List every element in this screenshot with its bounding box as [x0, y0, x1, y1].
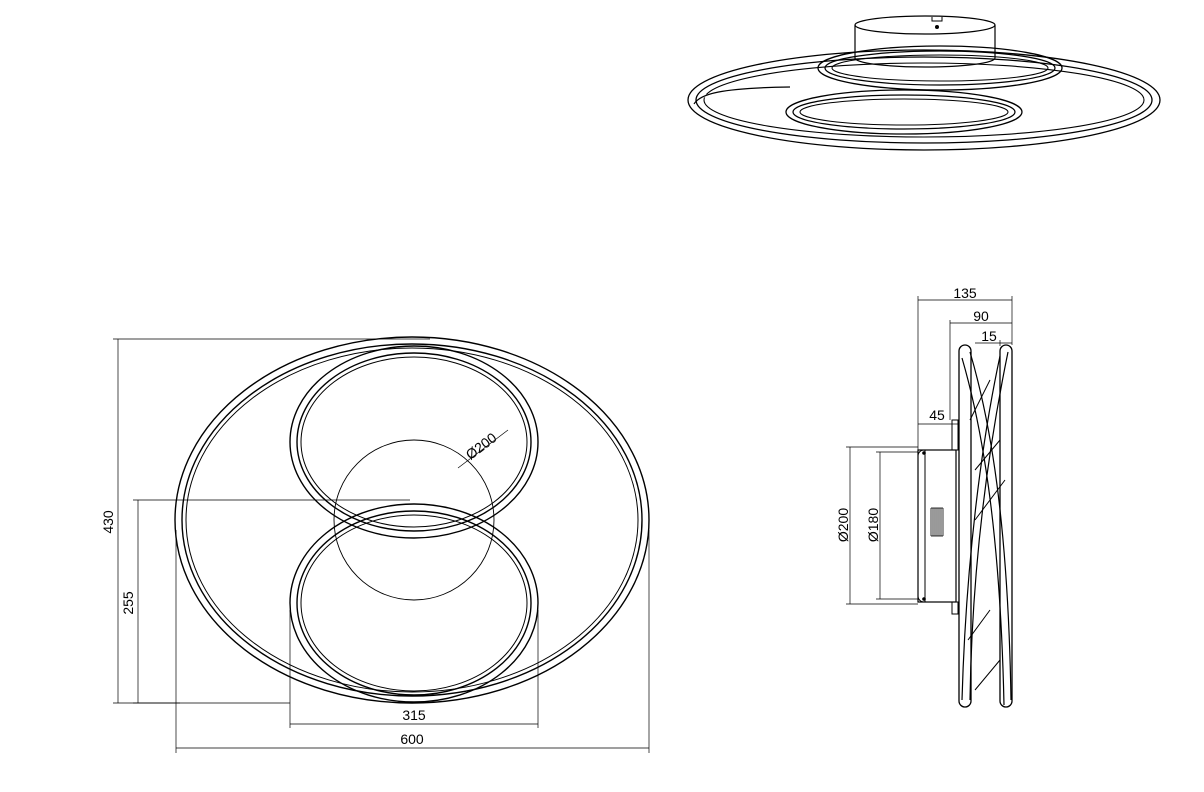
front-upper-ring: [289, 345, 539, 539]
dim-height-430: 430: [100, 510, 116, 534]
perspective-view: [687, 15, 1161, 151]
dim-width-600: 600: [400, 731, 424, 747]
dim-canopy-diameter: Ø200: [462, 429, 499, 463]
front-canopy-circle: [333, 439, 495, 601]
front-outer-ring: [174, 336, 650, 704]
perspective-upper-ring: [817, 45, 1063, 91]
front-dimensions: [113, 338, 650, 753]
dim-depth-90: 90: [973, 308, 989, 324]
dim-canopy-depth-45: 45: [929, 407, 945, 423]
dim-side-canopy-inner-diameter: Ø180: [865, 508, 881, 542]
side-canopy-vents: [930, 507, 944, 537]
side-view: 135 90 15 45 Ø200 Ø180: [835, 285, 1013, 708]
side-rings: [958, 344, 1013, 708]
dim-depth-135: 135: [953, 285, 977, 301]
dim-lower-ring-height-255: 255: [120, 591, 136, 615]
dim-depth-15: 15: [981, 328, 997, 344]
side-canopy: [917, 419, 959, 615]
perspective-canopy: [854, 15, 996, 68]
perspective-outer-ring: [687, 49, 1161, 151]
front-lower-ring: [289, 503, 539, 703]
dim-side-canopy-diameter: Ø200: [835, 508, 851, 542]
perspective-lower-ring: [785, 89, 1023, 135]
front-view: 430 255 315 600 Ø200: [100, 336, 650, 753]
side-dimensions: [846, 296, 1013, 605]
dim-lower-ring-width-315: 315: [402, 707, 426, 723]
